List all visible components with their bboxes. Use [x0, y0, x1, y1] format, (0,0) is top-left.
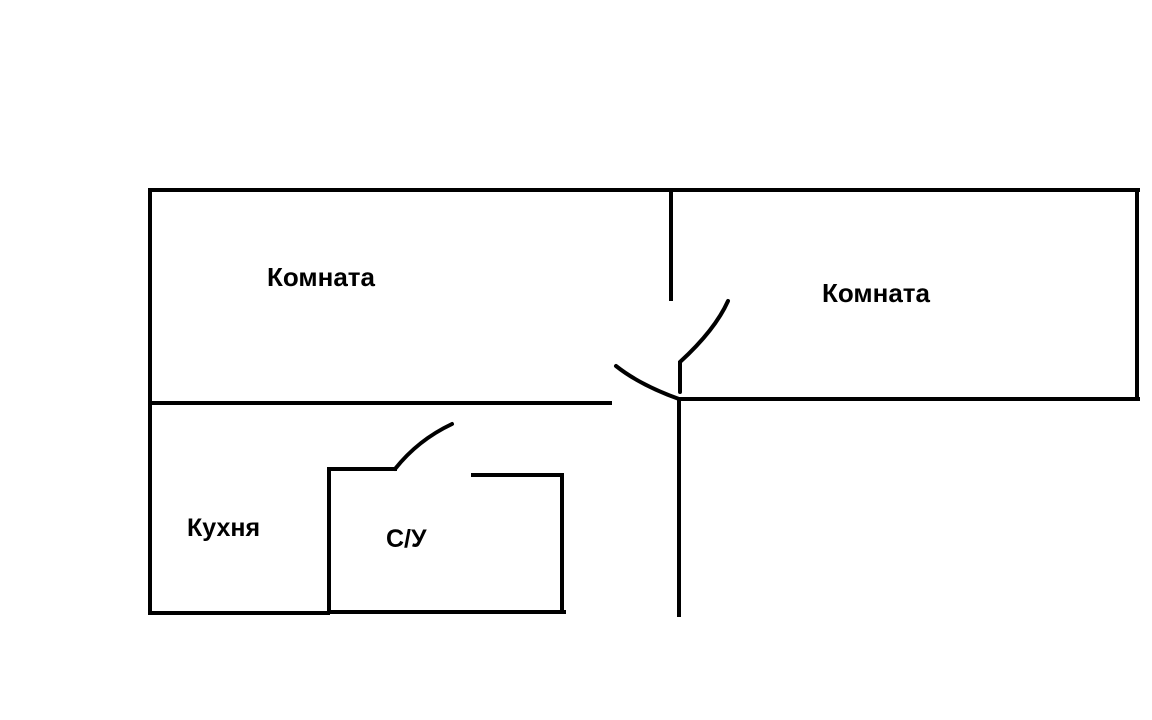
wall-bathroom — [327, 467, 566, 614]
room-right-label: Комната — [822, 278, 930, 308]
room-left-label: Комната — [267, 262, 375, 292]
door-swing-left-room — [614, 364, 681, 401]
door-swing-bathroom — [393, 422, 454, 471]
bathroom-label: С/У — [386, 525, 427, 553]
door-swing-right-room — [678, 299, 730, 394]
kitchen-label: Кухня — [187, 514, 261, 542]
